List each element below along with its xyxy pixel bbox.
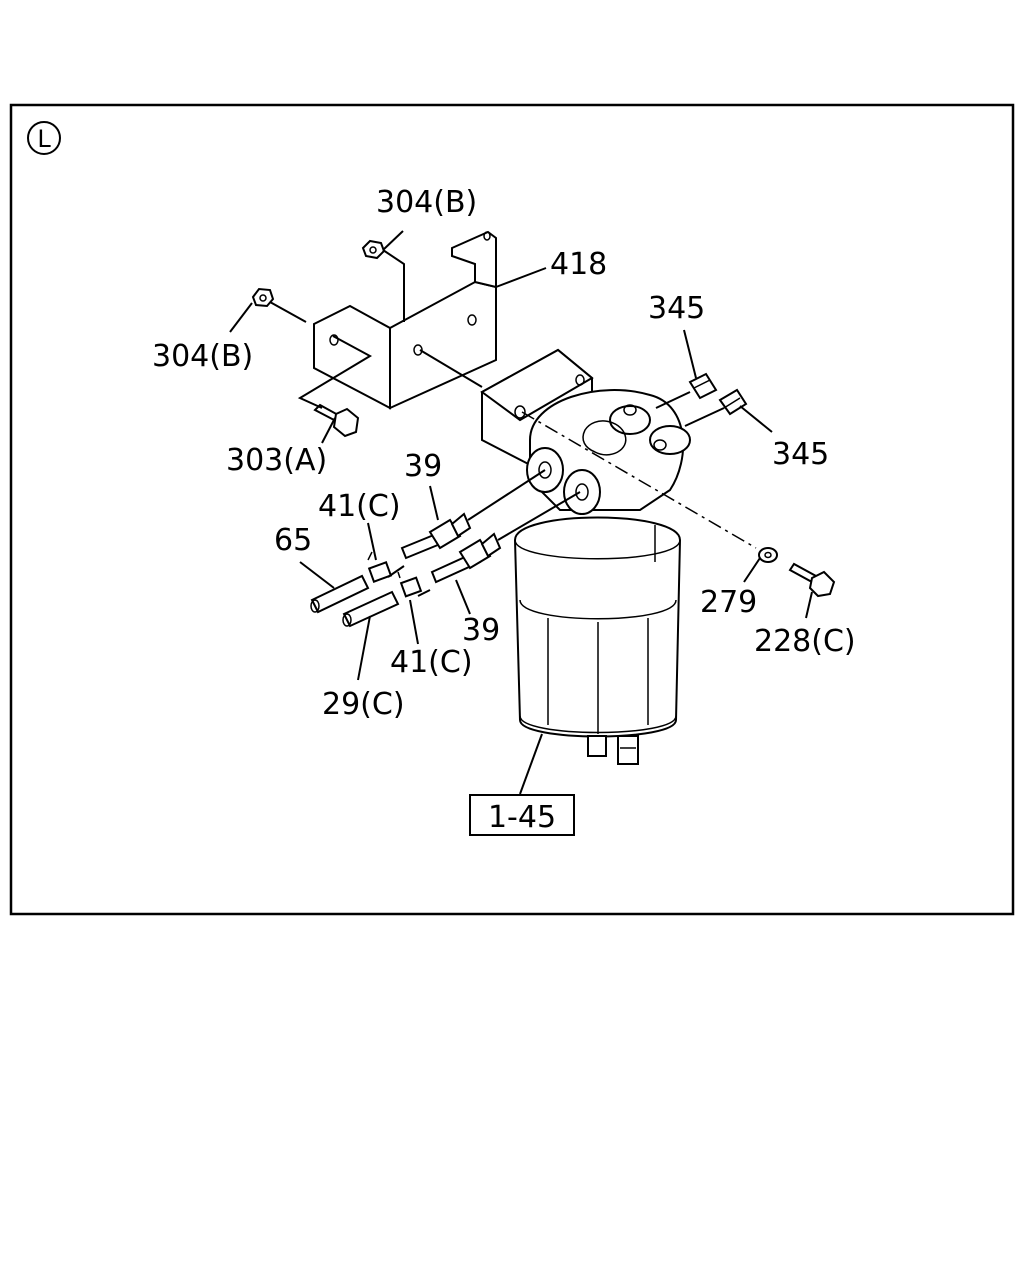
bolt-filter-part	[788, 562, 836, 598]
clip-lower-part	[397, 571, 423, 598]
callout-304b-top: 304(B)	[376, 185, 477, 220]
section-marker: L	[27, 121, 61, 155]
callout-345-upper: 345	[648, 291, 705, 326]
callout-39-lower: 39	[462, 613, 500, 648]
callout-29c: 29(C)	[322, 687, 405, 722]
filter-head-part	[480, 348, 691, 515]
callout-1-45-box: 1-45	[469, 794, 575, 836]
hose-upper-part	[310, 574, 370, 614]
section-marker-letter: L	[37, 125, 51, 153]
bolt-bracket-part	[313, 403, 360, 438]
plug-upper-part	[688, 372, 718, 400]
callout-345-right: 345	[772, 437, 829, 472]
leader-lines	[229, 230, 813, 795]
diagram-frame	[9, 103, 1015, 916]
nut-left-part	[251, 287, 275, 308]
plug-right-part	[718, 388, 748, 416]
callout-65: 65	[274, 523, 312, 558]
callout-41c-lower: 41(C)	[390, 645, 473, 680]
callout-418: 418	[550, 247, 607, 282]
hose-lower-part	[342, 590, 400, 628]
callout-279: 279	[700, 585, 757, 620]
filter-bowl-part	[513, 516, 682, 765]
nut-top-part	[361, 239, 386, 260]
callout-1-45: 1-45	[488, 800, 556, 835]
callout-39-upper: 39	[404, 449, 442, 484]
callout-41c-upper: 41(C)	[318, 489, 401, 524]
fitting-lower-part	[430, 532, 502, 584]
callout-228c: 228(C)	[754, 624, 856, 659]
fitting-upper-part	[400, 512, 472, 560]
callout-304b-left: 304(B)	[152, 339, 253, 374]
clip-upper-part	[367, 551, 393, 583]
callout-303a: 303(A)	[226, 443, 327, 478]
washer-part	[758, 547, 778, 563]
bracket-part	[313, 230, 497, 410]
